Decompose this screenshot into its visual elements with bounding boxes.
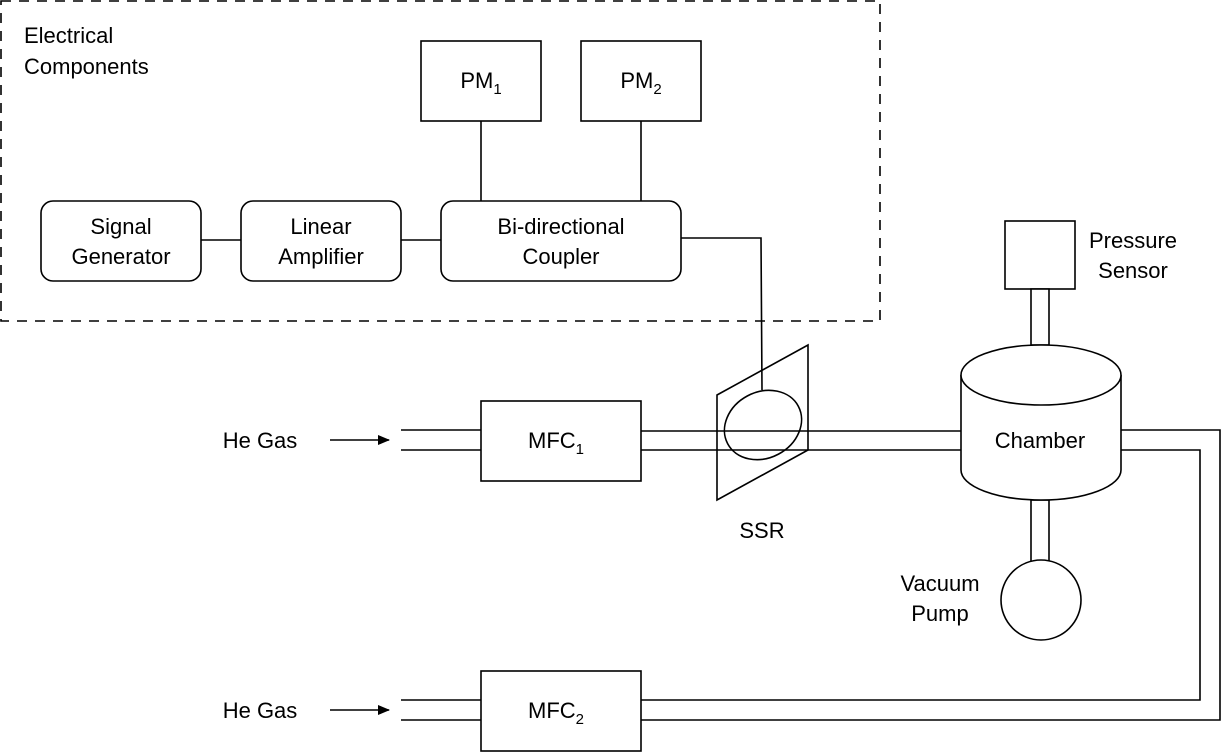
ssr-plate: [716, 343, 809, 502]
chamber-top: [960, 344, 1122, 406]
coupler-label-line2: Coupler: [522, 244, 599, 269]
sensor-pipe: [1030, 288, 1050, 346]
vacuum-pump-label-line1: Vacuum: [900, 571, 979, 596]
signal-generator-box: [40, 200, 202, 282]
vacuum-pump-label-line2: Pump: [911, 601, 968, 626]
coupler-label-line1: Bi-directional: [497, 214, 624, 239]
linear-amplifier-label-line1: Linear: [290, 214, 351, 239]
group-label-line1: Electrical: [24, 23, 113, 48]
signal-generator-label-line2: Generator: [71, 244, 170, 269]
vacuum-pump-circle: [1000, 559, 1082, 641]
group-label-line2: Components: [24, 54, 149, 79]
mfc2-box: [480, 670, 642, 752]
gas2-label: He Gas: [223, 698, 298, 723]
mfc1-label: MFC1: [528, 428, 584, 458]
connector-coupler-ssr: [681, 237, 763, 391]
pipe-mfc2-chamber-outer: [641, 429, 1221, 721]
signal-generator-label-line1: Signal: [90, 214, 151, 239]
vacuum-pipe: [1030, 499, 1050, 563]
ssr-coil: [723, 389, 803, 461]
gas1-label: He Gas: [223, 428, 298, 453]
pm1-label: PM1: [460, 68, 501, 98]
pm1-box: [420, 40, 542, 122]
pressure-sensor-label-line2: Sensor: [1098, 258, 1168, 283]
pm2-label: PM2: [620, 68, 661, 98]
linear-amplifier-box: [240, 200, 402, 282]
linear-amplifier-label-line2: Amplifier: [278, 244, 364, 269]
ssr-label: SSR: [739, 518, 784, 543]
pm2-box: [580, 40, 702, 122]
chamber-body: [960, 375, 1122, 501]
coupler-box: [440, 200, 682, 282]
pressure-sensor-box: [1004, 220, 1076, 290]
pipe-mfc2-chamber-inner: [641, 449, 1201, 701]
pressure-sensor-label-line1: Pressure: [1089, 228, 1177, 253]
mfc2-label: MFC2: [528, 698, 584, 728]
chamber-label: Chamber: [995, 428, 1085, 453]
electrical-components-group: [0, 0, 881, 322]
mfc1-box: [480, 400, 642, 482]
